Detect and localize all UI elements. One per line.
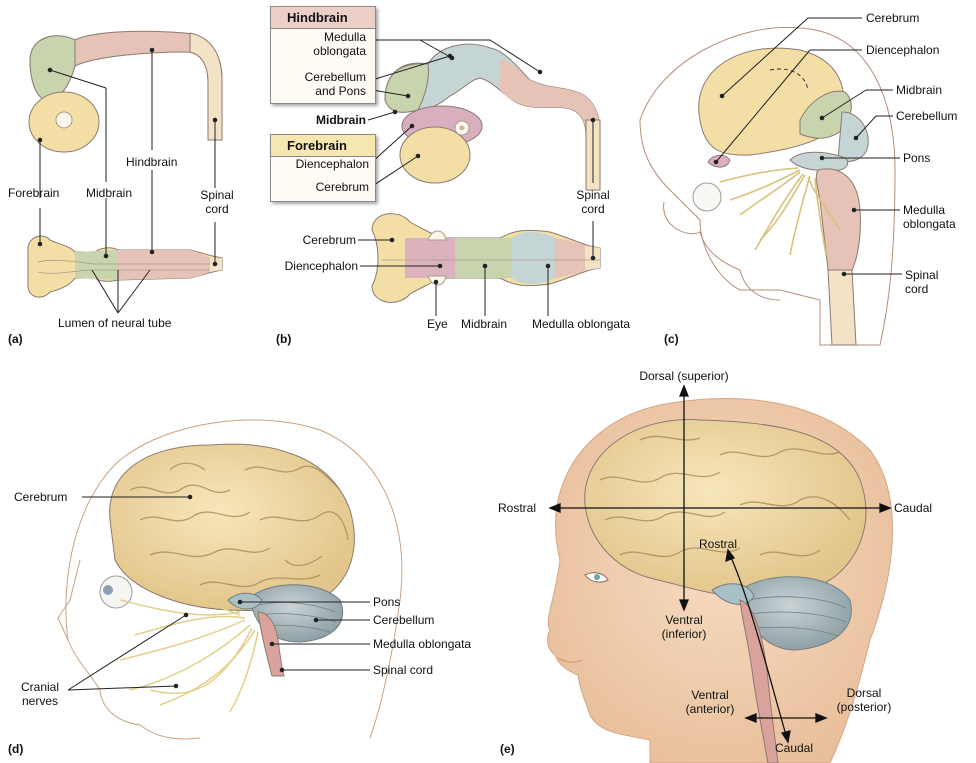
label-b-cerebrum: Cerebrum xyxy=(270,180,369,194)
hindbrain-box-title: Hindbrain xyxy=(271,7,375,29)
label-midbrain: Midbrain xyxy=(86,186,132,200)
label-hindbrain: Hindbrain xyxy=(126,155,177,169)
label-lumen-of-neural-tube: Lumen of neural tube xyxy=(58,316,171,330)
panel-b-letter: (b) xyxy=(276,332,291,346)
label-b-cerebrum-lower: Cerebrum xyxy=(288,233,356,247)
label-e-caudal-bottom: Caudal xyxy=(766,741,822,755)
label-b-eye: Eye xyxy=(427,317,448,331)
label-b-midbrain-lower: Midbrain xyxy=(461,317,507,331)
label-e-rostral-inner: Rostral xyxy=(699,537,737,551)
label-e-rostral-left: Rostral xyxy=(498,501,536,515)
label-c-medulla-oblongata: Medulla oblongata xyxy=(903,203,956,231)
label-b-midbrain: Midbrain xyxy=(280,113,366,127)
panel-b-art xyxy=(358,40,600,316)
label-b-cerebellum-and-pons: Cerebellum and Pons xyxy=(280,70,366,98)
label-e-dorsal-posterior: Dorsal (posterior) xyxy=(826,686,902,714)
label-c-spinal-cord: Spinal cord xyxy=(905,268,938,296)
label-c-midbrain: Midbrain xyxy=(896,83,942,97)
label-d-cerebrum: Cerebrum xyxy=(14,490,67,504)
label-forebrain: Forebrain xyxy=(8,186,59,200)
panel-d-letter: (d) xyxy=(8,742,23,756)
label-d-spinal-cord: Spinal cord xyxy=(373,663,433,677)
panel-d-art xyxy=(58,420,402,739)
label-b-diencephalon: Diencephalon xyxy=(270,157,369,171)
panel-c-art xyxy=(640,18,902,345)
label-e-ventral-anterior: Ventral (anterior) xyxy=(672,688,748,716)
label-d-cerebellum: Cerebellum xyxy=(373,613,434,627)
label-d-medulla-oblongata: Medulla oblongata xyxy=(373,637,471,651)
label-b-diencephalon-lower: Diencephalon xyxy=(258,259,358,273)
label-c-diencephalon: Diencephalon xyxy=(866,43,939,57)
label-c-cerebrum: Cerebrum xyxy=(866,11,919,25)
label-b-medulla-oblongata: Medulla oblongata xyxy=(280,30,366,58)
forebrain-box-title: Forebrain xyxy=(271,135,375,157)
label-e-dorsal-superior: Dorsal (superior) xyxy=(614,369,754,383)
label-d-cranial-nerves: Cranial nerves xyxy=(12,680,68,708)
label-b-medulla-oblongata-lower: Medulla oblongata xyxy=(532,317,630,331)
label-e-caudal-right: Caudal xyxy=(894,501,932,515)
panel-c-letter: (c) xyxy=(664,332,679,346)
panel-a-art xyxy=(28,31,222,313)
label-e-ventral-inferior: Ventral (inferior) xyxy=(644,613,724,641)
label-c-cerebellum: Cerebellum xyxy=(896,109,957,123)
label-b-spinal-cord: Spinal cord xyxy=(568,188,618,216)
panel-a-letter: (a) xyxy=(8,332,23,346)
label-spinal-cord: Spinal cord xyxy=(195,188,239,216)
label-c-pons: Pons xyxy=(903,151,930,165)
panel-e-letter: (e) xyxy=(500,742,515,756)
label-d-pons: Pons xyxy=(373,595,400,609)
